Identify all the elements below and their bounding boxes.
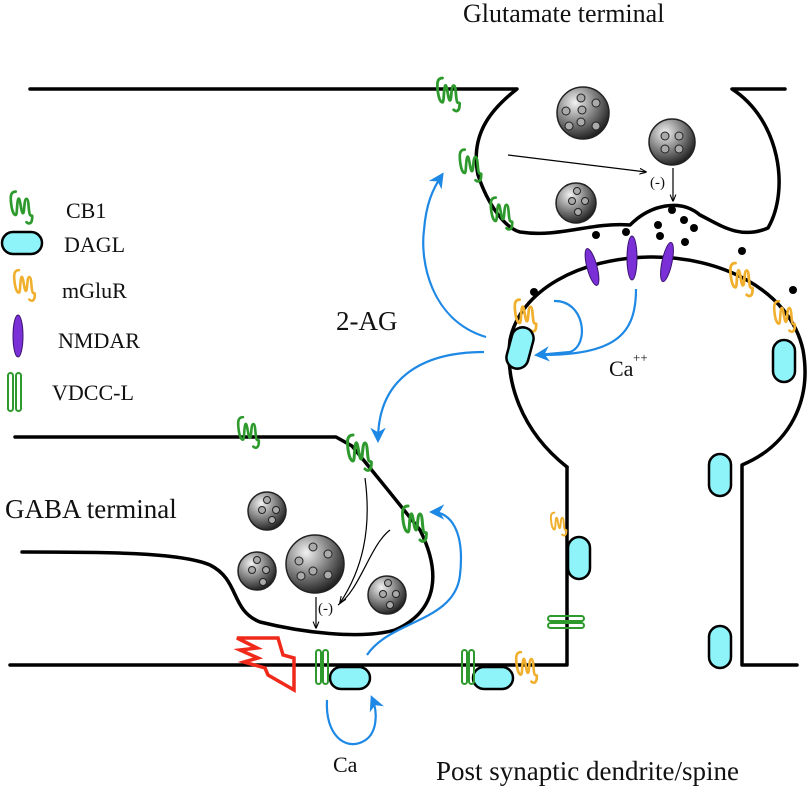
legend-label-vdcc: VDCC-L [52,380,134,405]
vesicle [237,551,277,591]
legend-item-mglur: mGluR [12,268,127,303]
vesicle [556,86,610,140]
nmdar-channel-icon [626,235,638,281]
mglur-receptor-icon [12,268,37,303]
vdcc-l-channel-icon [461,649,475,685]
2ag-arrow-to-gaba [370,350,485,444]
cb1-receptor-icon [236,415,261,450]
signaling-arrows [325,172,638,746]
gaba-terminal-membrane [13,435,435,637]
gaba-inhibition-label: (-) [318,601,333,617]
mglur-receptor-icon [548,510,569,538]
glutamate-molecules [530,206,797,296]
nmdar-ca-arrow [539,288,638,357]
dagl-enzyme-icon [471,665,515,691]
vdcc-l-channel-icon [315,649,329,685]
mglur-receptor-icon [772,299,797,334]
vdcc-l-channel-icon [7,372,22,412]
legend-label-mglur: mGluR [62,278,127,303]
legend-label-dagl: DAGL [64,232,125,257]
vesicle [648,118,696,166]
dagl-enzyme-icon [328,665,372,691]
glutamate-terminal-label: Glutamate terminal [463,0,664,28]
nmdar-channel-icon [584,248,600,286]
vesicle [367,575,407,615]
glutamate-terminal-membrane [28,87,787,236]
dagl-enzyme-icon [771,338,797,384]
glutamate-inhibition-label: (-) [650,175,665,191]
legend: CB1 DAGL mGluR NMDAR VDCC-L [0,190,140,412]
vesicle [555,182,597,224]
ca-spine-superscript: ++ [633,350,648,365]
mglur-receptor-icon [514,650,539,685]
nmdar-channel-icon [12,314,24,358]
spine-membrane-right [507,255,807,667]
dagl-enzyme-icon [707,624,733,670]
gaba-terminal-label: GABA terminal [5,494,177,524]
vdcc-l-channel-icon [547,615,585,629]
post-synaptic-label: Post synaptic dendrite/spine [436,756,739,786]
ca-dendrite-label: Ca [333,752,358,777]
postsynaptic-dendrite [8,235,807,691]
gaba-terminal: (-) [13,415,435,637]
vesicle [285,534,345,594]
2ag-arrow-to-glutamate [422,172,487,339]
dagl-enzyme-icon [566,535,592,581]
inhibition-arrow [337,529,391,606]
vdcc-ca-arrow [325,695,384,746]
nmdar-channel-icon [660,241,674,283]
vesicle [247,491,287,531]
cb1-receptor-icon [9,190,34,225]
dagl-enzyme-icon [0,230,44,256]
inhibition-arrow [507,154,646,172]
mglur-receptor-icon [728,261,755,298]
legend-item-vdcc: VDCC-L [7,372,134,412]
dagl-enzyme-icon [707,452,733,498]
mglur-to-dagl-arrow [533,299,584,362]
legend-label-cb1: CB1 [66,198,106,223]
inhibition-arrow [340,477,368,603]
glutamate-terminal: (-) [28,76,787,236]
two-ag-label: 2-AG [336,306,398,336]
legend-item-dagl: DAGL [0,230,125,257]
legend-label-nmdar: NMDAR [58,328,140,353]
cb1-receptor-icon [435,76,462,113]
legend-item-nmdar: NMDAR [12,314,140,358]
depolarization-bolt-icon [233,636,296,694]
legend-item-cb1: CB1 [9,190,106,225]
dagl-enzyme-icon [505,326,535,370]
2ag-arrow-dendrite-to-gaba [366,504,463,656]
ca-spine-label: Ca [609,356,634,381]
